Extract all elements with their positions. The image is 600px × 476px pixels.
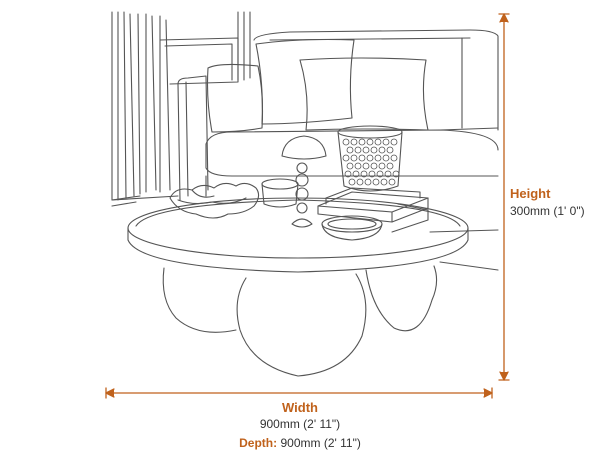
height-label: Height — [510, 186, 551, 201]
width-value: 900mm (2' 11") — [259, 417, 341, 431]
width-dimension-line — [105, 387, 493, 399]
woven-vase — [337, 125, 403, 192]
pillows — [206, 38, 429, 133]
height-value: 300mm (1' 0") — [510, 204, 585, 218]
depth-value: 900mm (2' 11") — [280, 436, 361, 450]
depth-label: Depth: — [239, 436, 278, 450]
table-lamp — [281, 135, 327, 228]
width-label: Width — [282, 400, 318, 415]
table-top — [127, 197, 469, 273]
small-cup — [261, 178, 299, 208]
table-legs — [162, 265, 438, 377]
height-dimension-line — [498, 13, 510, 381]
book-stack — [317, 187, 429, 233]
round-dish — [321, 215, 383, 241]
curtains-background — [111, 11, 251, 207]
depth-line: Depth: 900mm (2' 11") — [0, 436, 600, 450]
decorative-bowl — [169, 182, 260, 219]
sofa — [177, 29, 499, 271]
